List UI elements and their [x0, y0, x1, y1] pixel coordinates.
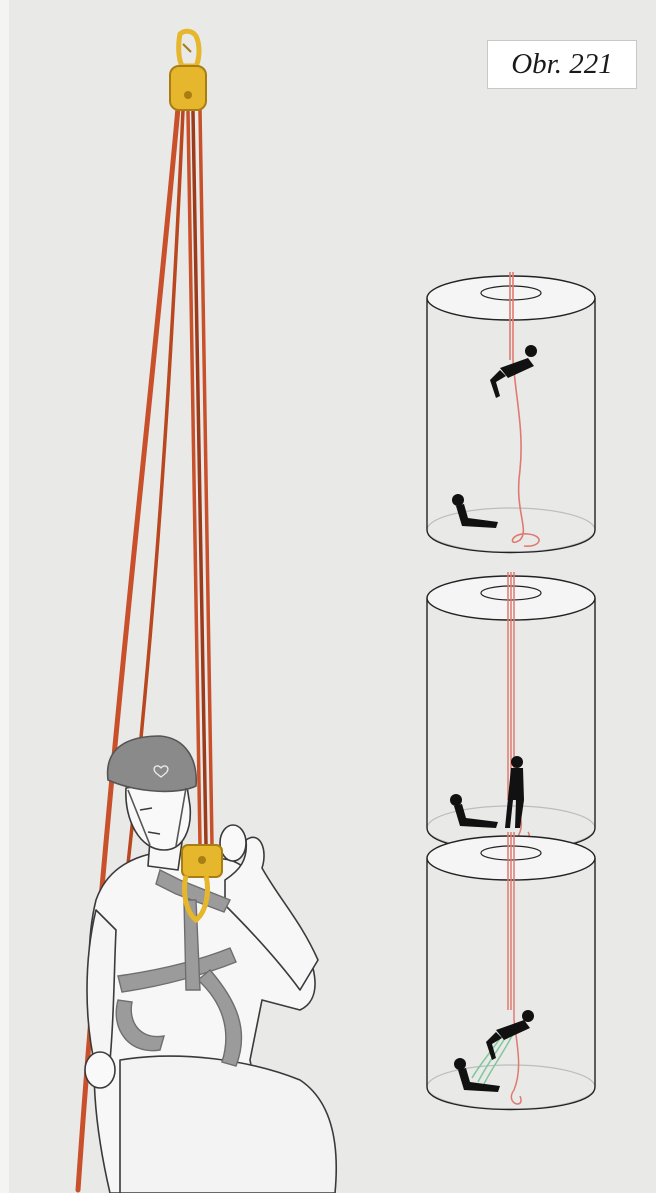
- lower-pulley-axle: [198, 856, 206, 864]
- page-left-strip: [0, 0, 9, 1193]
- pulley-axle: [184, 91, 192, 99]
- figure-label-box: Obr. 221: [487, 40, 637, 89]
- pulley-body: [170, 66, 206, 110]
- rescuer-hand-raised: [220, 825, 246, 861]
- shaft-1-top: [427, 276, 595, 320]
- figure-label: Obr. 221: [511, 48, 613, 81]
- rescuer-hand-low: [85, 1052, 115, 1088]
